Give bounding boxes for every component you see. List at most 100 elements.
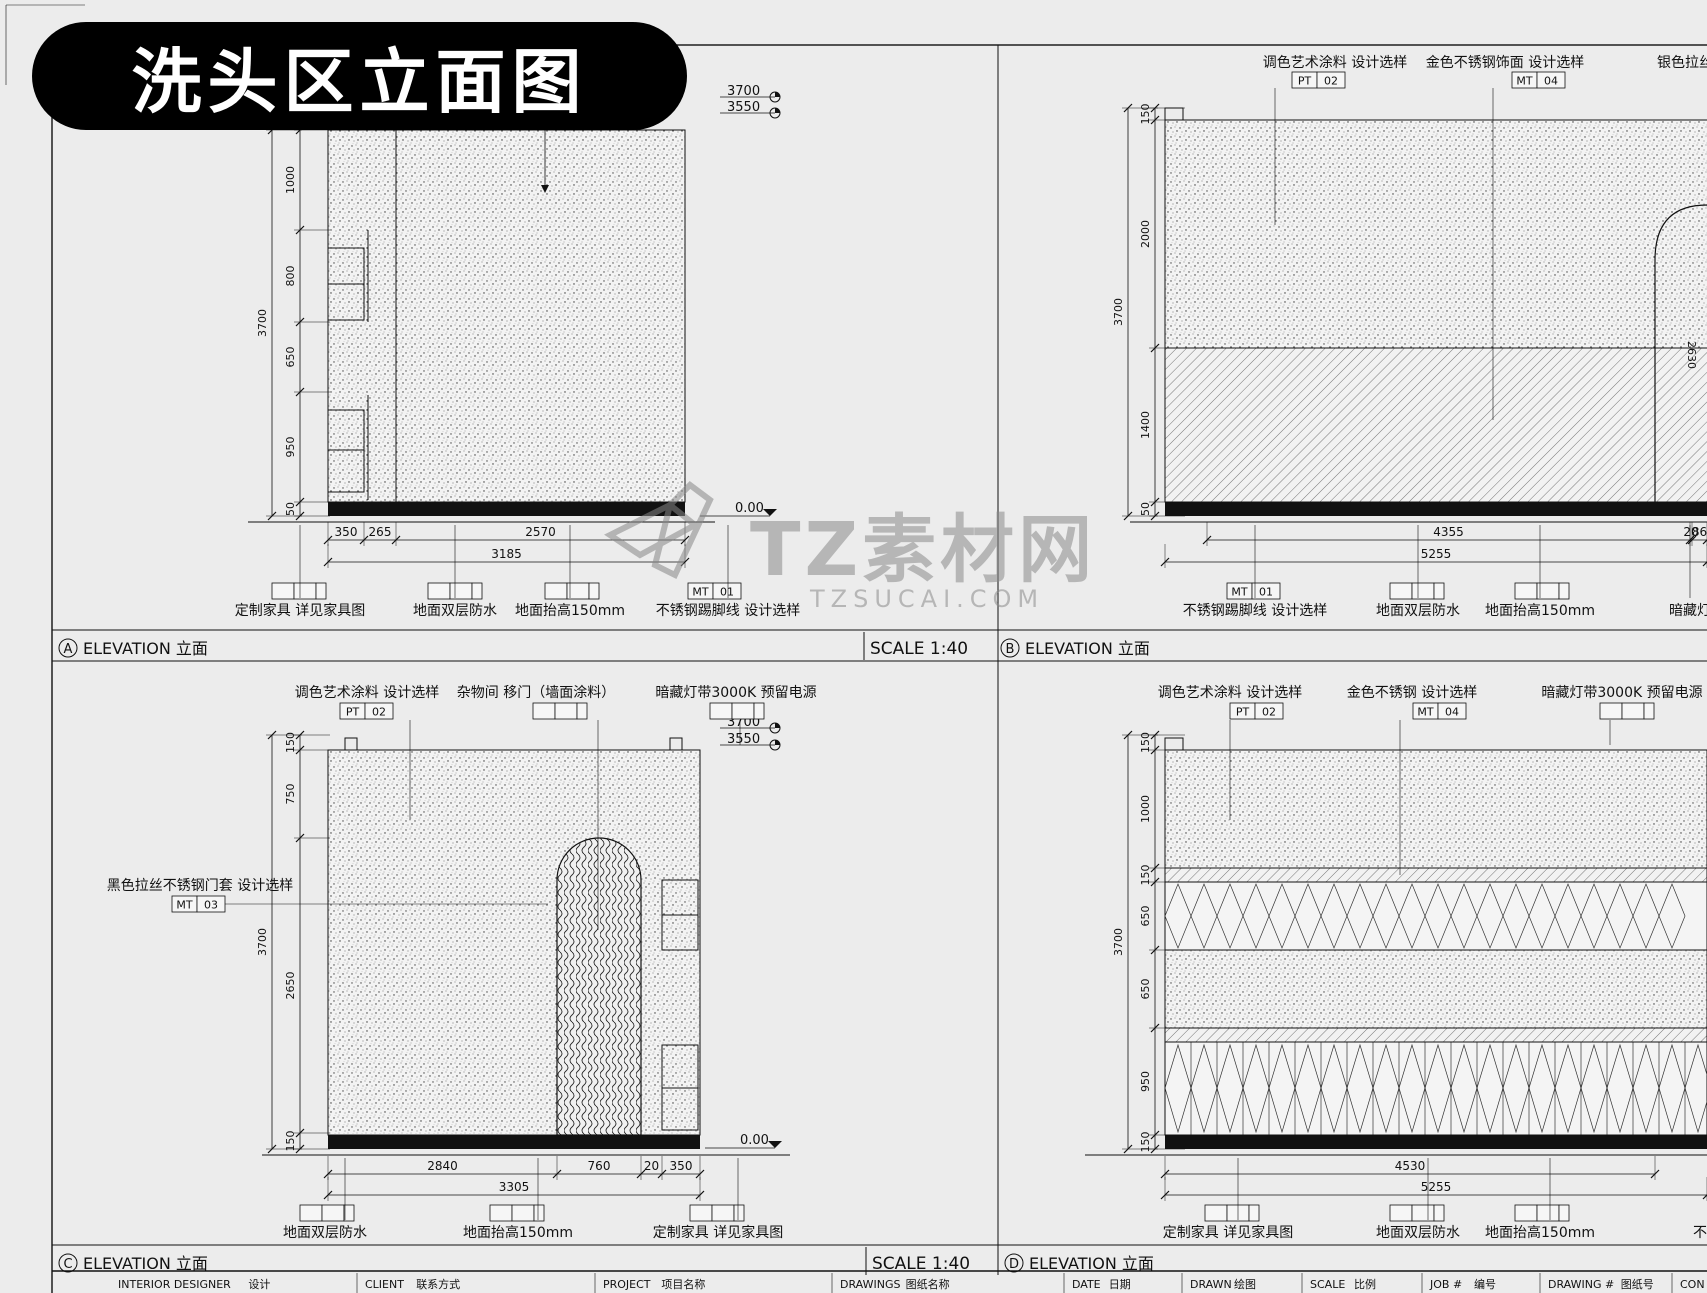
arched-door [556, 837, 642, 1136]
top-tag-c-1-box-1 [532, 702, 556, 720]
tag-d3-box-1 [1514, 1204, 1538, 1222]
vdim-label: 800 [284, 266, 297, 287]
hdim-total-label: 3185 [491, 547, 522, 561]
tag-c2-box-2 [511, 1204, 535, 1222]
top-tag-c-1-box-2 [554, 702, 578, 720]
vdim-label: 150 [284, 732, 297, 753]
titleblock-value-1: 联系方式 [416, 1277, 460, 1291]
vdim-total-label: 3700 [256, 928, 269, 956]
height-mark-top-marker-fill [775, 92, 780, 97]
titleblock-value-5: 绘图 [1234, 1277, 1256, 1291]
titleblock-value-0: 设计 [248, 1278, 270, 1291]
height-mark-sub-marker-fill [775, 108, 780, 113]
level-mark-marker [763, 509, 777, 516]
note-d-3: 不 [1693, 1225, 1707, 1241]
top-tag-d-2-box-2 [1621, 702, 1645, 720]
top-note-c-2: 暗藏灯带3000K 预留电源 [655, 685, 816, 701]
floor-slab [328, 1135, 700, 1149]
top-note-d-1: 金色不锈钢 设计选样 [1347, 684, 1477, 701]
tag-d1-box-1 [1204, 1204, 1228, 1222]
hdim-label: 20 [1683, 525, 1698, 539]
note-b-0: 不锈钢踢脚线 设计选样 [1183, 603, 1327, 619]
hdim-label: 86 [1692, 525, 1707, 539]
titleblock-label-0: INTERIOR DESIGNER [118, 1278, 231, 1291]
top-tag-c-2-box-2 [731, 702, 755, 720]
titleblock-label-3: DRAWINGS [840, 1278, 900, 1291]
band-lower [1164, 1027, 1707, 1043]
titleblock-label-2: PROJECT [603, 1278, 651, 1291]
vdim-label: 950 [284, 437, 297, 458]
top-tag-c-1-box-3 [576, 702, 588, 720]
hdim-total-label: 3305 [499, 1180, 530, 1194]
top-note-b-0: 调色艺术涂料 设计选样 [1263, 54, 1407, 71]
top-code-b-1-num-box [1536, 71, 1566, 89]
vdim-label: 150 [1139, 104, 1152, 125]
tag-a3-box-1 [544, 582, 568, 600]
top-code-d-1-tag: MT [1417, 706, 1433, 719]
panel-letter: C [63, 1257, 72, 1272]
tag-c2-box-1 [489, 1204, 513, 1222]
top-note-c-0: 调色艺术涂料 设计选样 [295, 684, 439, 701]
tag-a1-box-3 [315, 582, 327, 600]
wall-fill-top [1164, 749, 1707, 869]
ceiling-light-trough [1164, 107, 1184, 120]
wall-fill-upper [1164, 119, 1707, 349]
top-code-b-0-num: 02 [1324, 75, 1338, 88]
tag-d2-box-1 [1389, 1204, 1413, 1222]
panel-letter-circle [1004, 1253, 1024, 1273]
hdim-label: 265 [369, 525, 392, 539]
level-mark-value: 0.00 [735, 501, 764, 516]
panel-caption: ELEVATION 立面 [1029, 1254, 1154, 1273]
panel-letter-circle [58, 638, 78, 658]
wall-fill [327, 129, 686, 503]
vdim-label: 1400 [1139, 411, 1152, 439]
vdim-label: 150 [284, 1131, 297, 1152]
vdim-label: 750 [284, 784, 297, 805]
note-d-1: 地面双层防水 [1376, 1225, 1460, 1241]
panel-letter: B [1006, 642, 1015, 657]
material-code-num: 01 [1259, 586, 1273, 599]
tag-c3-box-1 [689, 1204, 713, 1222]
panel-letter: D [1009, 1257, 1019, 1272]
vdim-label: 950 [1139, 1071, 1152, 1092]
titleblock-label-5: DRAWN [1190, 1278, 1232, 1291]
material-code-num-box [712, 582, 742, 600]
top-code-c-0-num-box [364, 702, 394, 720]
titleblock-label-9: CON [1680, 1278, 1705, 1291]
height-mark-top-value: 3700 [727, 84, 760, 99]
wall-fill-mid [1164, 949, 1707, 1029]
titleblock-label-4: DATE [1072, 1278, 1101, 1291]
tag-a2-box-1 [427, 582, 451, 600]
note-b-1: 地面双层防水 [1376, 603, 1460, 619]
material-code-num-box [1251, 582, 1281, 600]
vdim-label: 2000 [1139, 220, 1152, 248]
titleblock-value-7: 编号 [1474, 1277, 1496, 1291]
material-code-tag: MT [1231, 586, 1247, 599]
floor-slab [1165, 1135, 1707, 1149]
side-code-num: 03 [204, 899, 218, 912]
top-note-b-1: 金色不锈钢饰面 设计选样 [1426, 54, 1584, 71]
hdim-label: 760 [588, 1159, 611, 1173]
panel-scale: SCALE 1:40 [870, 639, 968, 659]
top-note-d-0: 调色艺术涂料 设计选样 [1158, 684, 1302, 701]
wall-hatch-lower [1164, 347, 1707, 503]
top-note-c-1: 杂物间 移门（墙面涂料） [457, 685, 615, 701]
dimension-tick [1702, 561, 1707, 567]
cabinet-upper [1164, 881, 1707, 951]
note-a-0: 定制家具 详见家具图 [235, 602, 365, 619]
tag-b3-box-3 [1558, 582, 1570, 600]
note-d-0: 定制家具 详见家具图 [1163, 1224, 1293, 1241]
shelf-lower [327, 409, 365, 493]
panel-caption: ELEVATION 立面 [83, 639, 208, 658]
note-a-2: 地面抬高150mm [515, 602, 625, 619]
note-d-2: 地面抬高150mm [1485, 1224, 1595, 1241]
tag-b3-box-2 [1536, 582, 1560, 600]
tag-d3-box-2 [1536, 1204, 1560, 1222]
tag-d1-box-3 [1248, 1204, 1260, 1222]
dimension-tick [1702, 539, 1707, 545]
